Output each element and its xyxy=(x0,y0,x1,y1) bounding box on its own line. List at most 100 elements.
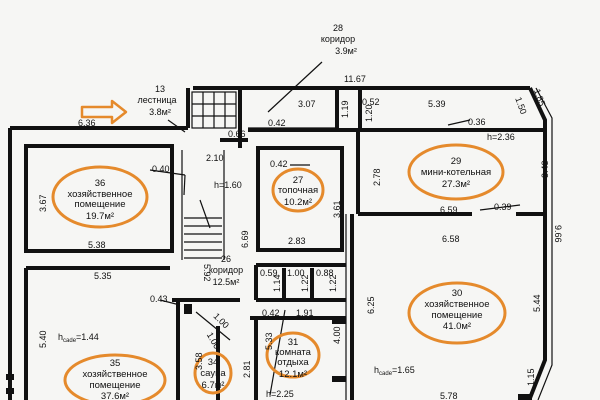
svg-text:помещение: помещение xyxy=(89,380,140,391)
dimension-label: 3.58 xyxy=(194,352,204,370)
svg-text:13: 13 xyxy=(155,84,165,94)
svg-text:помещение: помещение xyxy=(74,199,125,210)
svg-text:36: 36 xyxy=(95,178,106,189)
svg-text:коридор: коридор xyxy=(321,34,355,44)
room-27-label: 27 топочная 10.2м² xyxy=(278,175,318,208)
dimension-label: 1.00 xyxy=(287,268,305,278)
dimension-label: 3.07 xyxy=(298,99,316,109)
room-13-label: 13 лестница 3.8м² xyxy=(137,84,176,117)
dimension-label: 5.92 xyxy=(202,264,212,282)
dimension-label: 5.78 xyxy=(440,391,458,400)
room-highlights xyxy=(51,143,507,400)
dimension-label: 11.67 xyxy=(344,74,366,84)
dimension-label: 0.39 xyxy=(494,202,512,212)
dimension-label: 3.61 xyxy=(332,200,342,218)
dimension-label: h=2.36 xyxy=(487,132,515,142)
dimension-label: 3.43 xyxy=(540,160,550,178)
svg-text:41.0м²: 41.0м² xyxy=(443,321,471,332)
svg-text:отдыха: отдыха xyxy=(277,357,309,368)
dimension-label: 0.42 xyxy=(262,308,280,318)
room-26-label: 26 коридор 12.5м² xyxy=(209,254,243,287)
svg-text:мини-котельная: мини-котельная xyxy=(421,167,491,178)
dimension-label: 5.40 xyxy=(38,330,48,348)
dimension-label: 6.69 xyxy=(240,230,250,248)
svg-text:27.3м²: 27.3м² xyxy=(442,179,470,190)
room-29-label: 29 мини-котельная 27.3м² xyxy=(421,156,491,190)
dimension-label: h=1.60 xyxy=(214,180,242,190)
dimension-label: 2.78 xyxy=(372,168,382,186)
dimension-label: 5.44 xyxy=(532,294,542,312)
leader-lines xyxy=(149,61,521,396)
dimension-label: 2.10 xyxy=(206,153,224,163)
svg-text:сауна: сауна xyxy=(200,368,226,379)
svg-text:помещение: помещение xyxy=(431,310,482,321)
stairs-icon xyxy=(184,91,237,259)
svg-text:35: 35 xyxy=(110,358,121,369)
dimension-label: 6.25 xyxy=(366,296,376,314)
wall-hatch-marks xyxy=(6,304,532,400)
svg-text:31: 31 xyxy=(288,337,299,348)
dimension-label: 6.59 xyxy=(440,205,458,215)
ceiling-height-right: hcade=1.65 xyxy=(374,365,415,377)
dimension-label: 0.40 xyxy=(152,164,170,174)
dimension-label: 1.15 xyxy=(526,368,536,386)
dimension-label: 6.58 xyxy=(442,234,460,244)
dimension-label: 5.38 xyxy=(88,240,106,250)
dimension-label: 3.67 xyxy=(38,194,48,212)
svg-text:3.8м²: 3.8м² xyxy=(149,107,171,117)
room-31-label: 31 комната отдыха 12.1м² xyxy=(275,337,312,380)
walls xyxy=(8,86,553,400)
svg-text:6.7м²: 6.7м² xyxy=(202,380,225,391)
svg-text:12.1м²: 12.1м² xyxy=(279,369,307,380)
dimension-label: 6.36 xyxy=(78,118,96,128)
svg-text:30: 30 xyxy=(452,288,463,299)
svg-text:хозяйственное: хозяйственное xyxy=(424,299,489,310)
dimension-label: 2.83 xyxy=(288,236,306,246)
svg-text:12.5м²: 12.5м² xyxy=(213,277,240,287)
svg-text:коридор: коридор xyxy=(209,265,243,275)
dimension-label: 1.20 xyxy=(364,104,374,122)
svg-text:37.6м²: 37.6м² xyxy=(101,391,129,400)
svg-text:хозяйственное: хозяйственное xyxy=(67,189,132,200)
dimension-label: 5.39 xyxy=(428,99,446,109)
room-30-label: 30 хозяйственное помещение 41.0м² xyxy=(424,288,489,332)
svg-text:топочная: топочная xyxy=(278,185,318,196)
dimension-label: 0.52 xyxy=(362,97,380,107)
svg-text:hcade=1.44: hcade=1.44 xyxy=(58,332,99,344)
svg-text:27: 27 xyxy=(293,175,304,186)
room-34-label: 34 сауна 6.7м² xyxy=(200,357,226,391)
dimension-label: 5.33 xyxy=(264,332,274,350)
dimension-label: 0.42 xyxy=(270,159,288,169)
arrow-right-icon xyxy=(80,99,128,125)
svg-text:лестница: лестница xyxy=(137,95,176,105)
svg-text:комната: комната xyxy=(275,347,312,358)
dimension-label: 0.43 xyxy=(150,294,168,304)
dimension-label: 1.14 xyxy=(272,274,282,292)
dimension-label: 0.59 xyxy=(260,268,278,278)
dimension-label: 1.50 xyxy=(513,96,528,116)
dimension-label: 1.22 xyxy=(328,274,338,292)
dimension-label: 0.36 xyxy=(468,117,486,127)
dimension-label: h=2.25 xyxy=(266,389,294,399)
svg-text:26: 26 xyxy=(221,254,231,264)
svg-text:хозяйственное: хозяйственное xyxy=(82,369,147,380)
svg-text:3.9м²: 3.9м² xyxy=(335,46,357,56)
dimension-label: 4.00 xyxy=(332,326,342,344)
room-28-label: 28 коридор 3.9м² xyxy=(321,23,357,56)
svg-text:28: 28 xyxy=(333,23,343,33)
svg-text:hcade=1.65: hcade=1.65 xyxy=(374,365,415,377)
dimension-label: 0.66 xyxy=(228,129,246,139)
dimension-label: 9.66 xyxy=(553,225,563,243)
dimension-label: 5.35 xyxy=(94,271,112,281)
dimension-label: 1.19 xyxy=(340,100,350,118)
dimension-label: 0.42 xyxy=(268,118,286,128)
room-35-label: 35 хозяйственное помещение 37.6м² xyxy=(82,358,147,400)
dimension-label: 2.81 xyxy=(242,360,252,378)
svg-text:34: 34 xyxy=(208,357,219,368)
ceiling-height-left: hcade=1.44 xyxy=(58,332,99,344)
svg-text:19.7м²: 19.7м² xyxy=(86,211,114,222)
dimension-label: 1.22 xyxy=(300,274,310,292)
dimension-label: 0.88 xyxy=(316,268,334,278)
dimension-label: 1.91 xyxy=(296,308,314,318)
